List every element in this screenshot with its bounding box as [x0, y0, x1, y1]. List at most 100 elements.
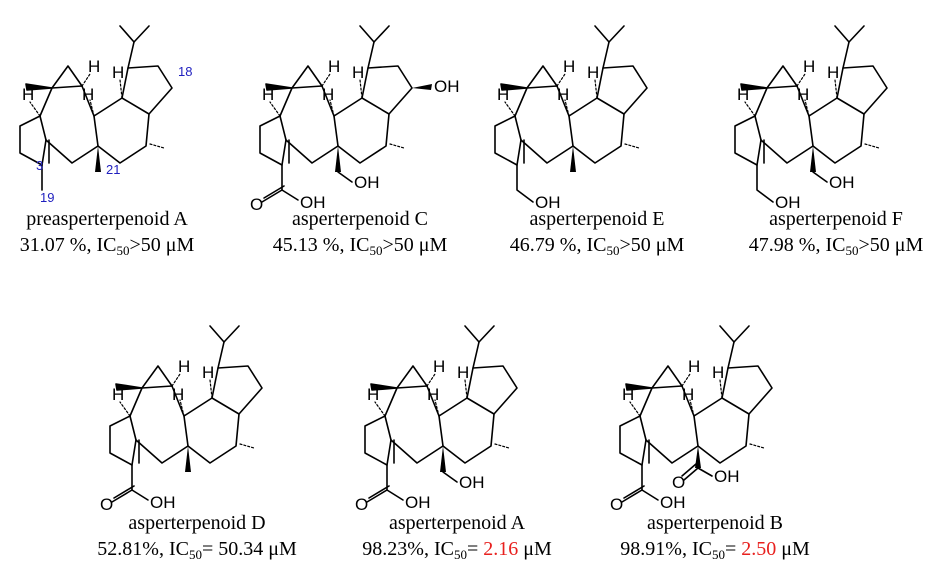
carboxyl-hydroxyl-label: OH: [405, 493, 431, 512]
h-atom-ring-b: H: [427, 385, 439, 404]
hydroxymethyl-wedge: [810, 146, 816, 172]
hydroxymethyl-bond: [812, 171, 828, 183]
hydroxyl-label: OH: [434, 77, 460, 96]
compound-name: asperterpenoid C: [291, 208, 429, 230]
hydroxyl-wedge: [412, 84, 432, 90]
carboxyl-oh-bond: [131, 489, 149, 501]
methyl-c21-wedge: [95, 146, 101, 172]
h-atom-ring-b: H: [682, 385, 694, 404]
caption-asperterpenoid-d: asperterpenoid D 52.81%, IC50= 50.34 μM: [82, 510, 312, 568]
ic50-highlight: 2.16: [483, 538, 519, 560]
carboxyl-oh-bond: [281, 189, 299, 201]
carbonyl-double-bond: [368, 485, 390, 499]
methyl-c21-wedge: [185, 446, 191, 472]
carbonyl-oxygen-label: O: [250, 195, 263, 214]
h-atom-ring-b: H: [557, 85, 569, 104]
carboxyl-oh-bond: [697, 467, 713, 477]
carboxyl-wedge: [695, 446, 701, 468]
hydroxyl-label: OH: [459, 473, 485, 492]
compound-name: asperterpenoid A: [388, 512, 526, 534]
carbonyl-oxygen-label: O: [355, 495, 368, 514]
hydroxymethyl-wedge: [335, 146, 341, 172]
tetracyclic-core: [734, 25, 888, 166]
caption-asperterpenoid-e: asperterpenoid E 46.79 %, IC50>50 μM: [492, 206, 702, 264]
tetracyclic-core: [109, 325, 263, 466]
carbonyl-bond: [366, 489, 388, 503]
h-atom-ring-b: H: [322, 85, 334, 104]
carbonyl-double-bond: [263, 185, 285, 199]
carbonyl-double-bond: [113, 485, 135, 499]
h-atom-cyclopropane: H: [178, 357, 190, 376]
activity-line: 31.07 %, IC50>50 μM: [19, 234, 195, 258]
hydroxyl-label: OH: [354, 173, 380, 192]
locant-18: 18: [178, 64, 192, 79]
h-atom-cyclopropane: H: [328, 57, 340, 76]
carbonyl-oxygen-label: O: [100, 495, 113, 514]
tetracyclic-core: [19, 25, 173, 166]
caption-asperterpenoid-b: asperterpenoid B 98.91%, IC50= 2.50 μM: [600, 510, 830, 568]
hydroxyl-label: OH: [535, 193, 561, 212]
h-atom-cyclopropane: H: [803, 57, 815, 76]
hydroxyl-label: OH: [775, 193, 801, 212]
h-atom-cyclopropane: H: [433, 357, 445, 376]
hydroxymethyl-bond: [756, 164, 774, 203]
h-atom-ring-b: H: [82, 85, 94, 104]
h-atom-ring-d: H: [112, 63, 124, 82]
activity-line: 45.13 %, IC50>50 μM: [272, 234, 448, 258]
h-atom-cyclopropane: H: [563, 57, 575, 76]
caption-asperterpenoid-a: asperterpenoid A 98.23%, IC50= 2.16 μM: [342, 510, 572, 568]
tetracyclic-core: [494, 25, 648, 166]
carboxyl-oh-bond: [641, 489, 659, 501]
compound-name: asperterpenoid B: [646, 512, 784, 534]
carbonyl-bond: [261, 189, 283, 203]
activity-line: 47.98 %, IC50>50 μM: [748, 234, 924, 258]
hydroxymethyl-wedge: [440, 446, 446, 472]
h-atom-ring-b: H: [797, 85, 809, 104]
caption-asperterpenoid-c: asperterpenoid C 45.13 %, IC50>50 μM: [260, 206, 460, 264]
carbonyl-double-bond: [623, 485, 645, 499]
tetracyclic-core: [619, 325, 773, 466]
h-atom-ring-a: H: [497, 85, 509, 104]
h-atom-ring-a: H: [367, 385, 379, 404]
caption-asperterpenoid-f: asperterpenoid F 47.98 %, IC50>50 μM: [731, 206, 941, 264]
hydroxymethyl-bond: [516, 164, 534, 203]
h-atom-ring-b: H: [172, 385, 184, 404]
locant-19: 19: [40, 190, 54, 205]
h-atom-cyclopropane: H: [88, 57, 100, 76]
compound-name: asperterpenoid D: [128, 512, 266, 534]
carboxyl-oh-bond: [386, 489, 404, 501]
carboxyl-hydroxyl-label: OH: [300, 193, 326, 212]
methyl-c21-wedge: [570, 146, 576, 172]
h-atom-cyclopropane: H: [688, 357, 700, 376]
h-atom-ring-a: H: [262, 85, 274, 104]
h-atom-ring-a: H: [22, 85, 34, 104]
locant-3: 3: [36, 158, 43, 173]
carbonyl-bond: [111, 489, 133, 503]
carbonyl-bond: [683, 467, 699, 481]
h-atom-ring-d: H: [827, 63, 839, 82]
hydroxyl-label: OH: [829, 173, 855, 192]
h-atom-ring-d: H: [457, 363, 469, 382]
tetracyclic-core: [259, 25, 413, 166]
h-atom-ring-d: H: [352, 63, 364, 82]
activity-line: 98.23%, IC50= 2.16 μM: [362, 538, 552, 562]
h-atom-ring-a: H: [622, 385, 634, 404]
caption-preasperterpenoid-a: preasperterpenoid A 31.07 %, IC50>50 μM: [2, 206, 212, 264]
ic50-highlight: 2.50: [741, 538, 777, 560]
locant-21: 21: [106, 162, 120, 177]
activity-line: 52.81%, IC50= 50.34 μM: [97, 538, 297, 562]
carboxyl-hydroxyl-label: OH: [150, 493, 176, 512]
compound-name: asperterpenoid F: [769, 208, 903, 230]
compound-name: preasperterpenoid A: [26, 208, 188, 230]
h-atom-ring-a: H: [737, 85, 749, 104]
carbonyl-bond: [621, 489, 643, 503]
h-atom-ring-d: H: [587, 63, 599, 82]
